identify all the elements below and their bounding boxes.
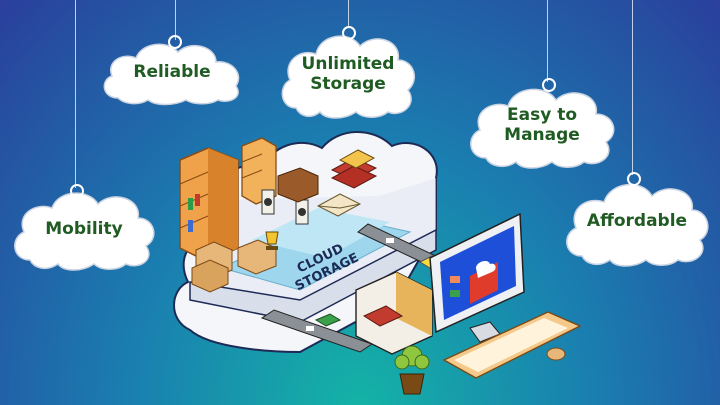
speaker-icon (261, 189, 309, 225)
filing-cabinet-icon (241, 137, 277, 205)
label-easy-line1: Easy to (506, 104, 577, 125)
string-mobility (75, 0, 76, 188)
computer-monitor-icon (429, 212, 525, 343)
processing-machine-icon (355, 271, 433, 355)
label-affordable: Affordable (586, 210, 688, 231)
hook-icon (70, 184, 84, 198)
string-unlimited (348, 0, 349, 28)
label-easy-line2: Manage (504, 125, 580, 145)
hook-icon (168, 35, 182, 49)
string-reliable (175, 0, 176, 40)
label-unlimited-line2: Storage (310, 74, 386, 94)
mouse-icon (546, 347, 566, 361)
cloud-shape (103, 43, 240, 106)
keyboard-icon (442, 311, 582, 379)
label-unlimited-line1: Unlimited (301, 53, 395, 74)
books-stack-icon (330, 149, 378, 189)
cloud-shape (470, 88, 615, 169)
cloud-shape (566, 183, 709, 267)
cloud-shape (281, 35, 416, 119)
bookshelf-icon (179, 147, 239, 263)
label-reliable: Reliable (133, 61, 211, 82)
string-easy (547, 0, 548, 82)
cloud-reliable: Reliable (98, 35, 246, 106)
label-unlimited-storage: Unlimited Storage (302, 54, 395, 94)
cloud-unlimited-storage: Unlimited Storage (278, 26, 418, 120)
hook-icon (342, 26, 356, 40)
cloud-affordable: Affordable (562, 172, 712, 267)
cardboard-boxes-icon (191, 239, 277, 293)
string-affordable (632, 0, 633, 175)
trophy-icon (265, 231, 279, 250)
cloud-easy-to-manage: Easy to Manage (466, 78, 618, 169)
cloud-shape (14, 192, 155, 271)
potted-plant-icon (394, 345, 430, 395)
envelope-icon (316, 193, 362, 217)
label-easy-to-manage: Easy to Manage (504, 105, 580, 145)
label-mobility: Mobility (45, 218, 123, 239)
hook-icon (542, 78, 556, 92)
cloud-mobility: Mobility (10, 184, 158, 271)
hook-icon (627, 172, 641, 186)
treasure-chest-icon (277, 167, 319, 203)
